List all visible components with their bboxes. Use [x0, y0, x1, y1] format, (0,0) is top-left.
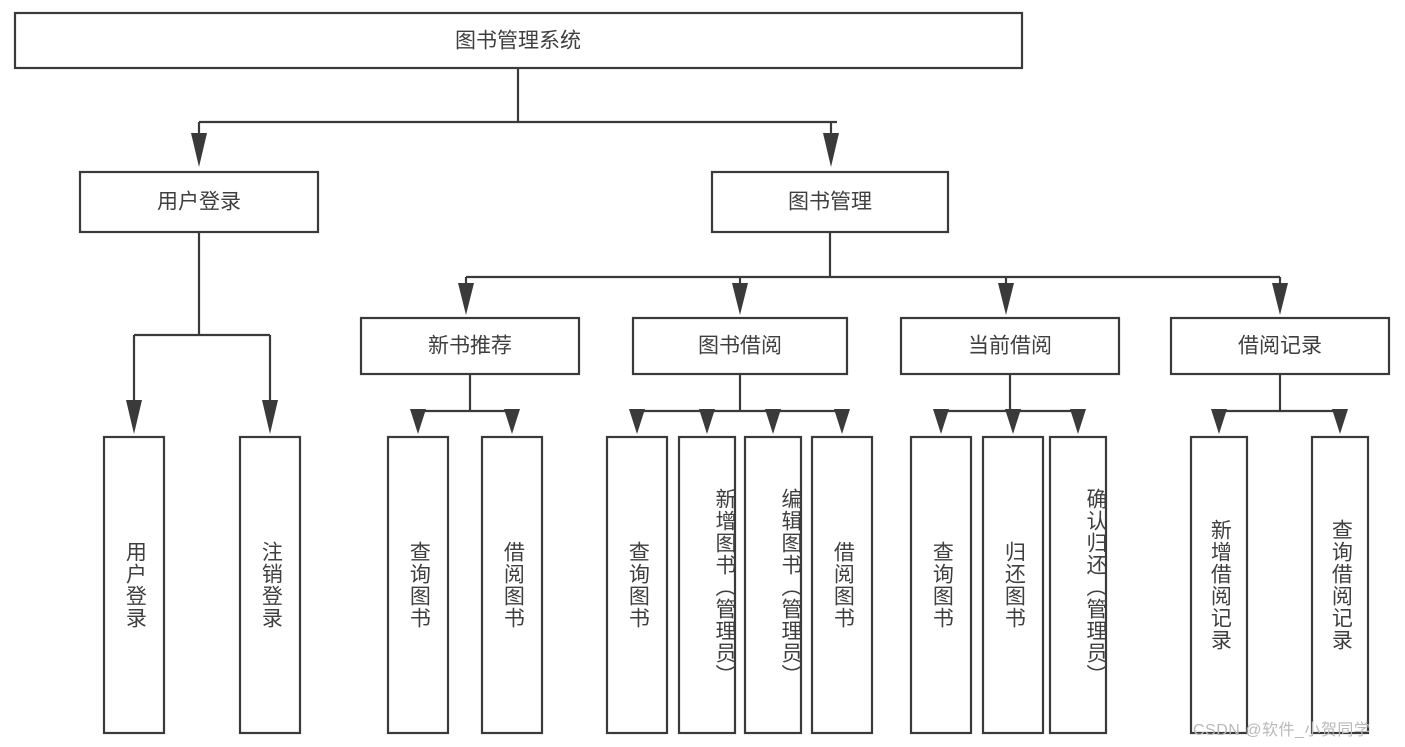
node-root[interactable]: 图书管理系统 — [13, 11, 1024, 70]
csdn-watermark: CSDN @软件_小贺同学 — [1193, 722, 1371, 739]
node-root-label: 图书管理系统 — [455, 30, 581, 53]
node-user-login-label: 用户登录 — [157, 191, 241, 214]
node-book-borrow-label: 图书借阅 — [698, 335, 782, 358]
leaf-confirm-return-admin-box[interactable] — [1048, 435, 1108, 735]
node-borrow-records-box[interactable] — [1169, 316, 1391, 376]
node-new-book-recommend-label: 新书推荐 — [428, 335, 512, 358]
arrow-head-icon — [191, 133, 207, 167]
arrow-head-icon — [823, 133, 839, 167]
leaf-borrow-book-2-box[interactable] — [810, 435, 874, 735]
node-book-management-label: 图书管理 — [788, 191, 872, 214]
arrow-head-icon — [1005, 409, 1021, 434]
node-book-borrow-box[interactable] — [631, 316, 849, 376]
leaf-query-book-2-box[interactable] — [605, 435, 669, 735]
leaf-add-borrow-record-box[interactable] — [1189, 435, 1249, 735]
arrow-head-icon — [1272, 283, 1288, 315]
node-book-borrow[interactable]: 图书借阅 — [631, 316, 849, 376]
arrow-head-icon — [834, 409, 850, 434]
connector-book-management-to-level2 — [458, 232, 1288, 315]
arrow-head-icon — [732, 283, 748, 315]
arrow-head-icon — [410, 409, 426, 434]
node-current-borrow[interactable]: 当前借阅 — [899, 316, 1121, 376]
leaf-logout-login-box[interactable] — [238, 435, 302, 735]
node-borrow-records[interactable]: 借阅记录 — [1169, 316, 1391, 376]
node-book-management-box[interactable] — [710, 170, 950, 234]
node-borrow-records-label: 借阅记录 — [1238, 335, 1322, 358]
arrow-head-icon — [1211, 409, 1227, 434]
arrow-head-icon — [1070, 409, 1086, 434]
leaf-query-book-3-box[interactable] — [909, 435, 973, 735]
node-root-box[interactable] — [13, 11, 1024, 70]
connector-root-to-level1 — [191, 68, 839, 167]
connector-borrow-records-to-leaves — [1211, 374, 1348, 434]
leaf-return-book-box[interactable] — [981, 435, 1045, 735]
arrow-head-icon — [765, 409, 781, 434]
leaf-add-book-admin-box[interactable] — [677, 435, 737, 735]
leaf-boxes-group — [102, 435, 1370, 735]
arrow-head-icon — [998, 283, 1014, 315]
connector-book-borrow-to-leaves — [629, 374, 850, 434]
arrow-head-icon — [1332, 409, 1348, 434]
node-current-borrow-label: 当前借阅 — [968, 335, 1052, 358]
arrow-head-icon — [262, 400, 278, 434]
arrow-head-icon — [629, 409, 645, 434]
leaf-edit-book-admin-box[interactable] — [743, 435, 803, 735]
leaf-user-login-box[interactable] — [102, 435, 166, 735]
connector-current-borrow-to-leaves — [933, 374, 1086, 434]
node-new-book-recommend-box[interactable] — [359, 316, 581, 376]
connector-new-book-recommend-to-leaves — [410, 374, 520, 434]
node-book-management[interactable]: 图书管理 — [710, 170, 950, 234]
node-user-login[interactable]: 用户登录 — [78, 170, 320, 234]
arrow-head-icon — [458, 283, 474, 315]
arrow-head-icon — [933, 409, 949, 434]
leaf-query-book-1-box[interactable] — [386, 435, 450, 735]
arrow-head-icon — [126, 400, 142, 434]
arrow-head-icon — [504, 409, 520, 434]
arrow-head-icon — [699, 409, 715, 434]
node-current-borrow-box[interactable] — [899, 316, 1121, 376]
leaf-query-borrow-record-box[interactable] — [1310, 435, 1370, 735]
connector-user-login-to-leaves — [126, 232, 278, 434]
node-new-book-recommend[interactable]: 新书推荐 — [359, 316, 581, 376]
leaf-borrow-book-1-box[interactable] — [480, 435, 544, 735]
